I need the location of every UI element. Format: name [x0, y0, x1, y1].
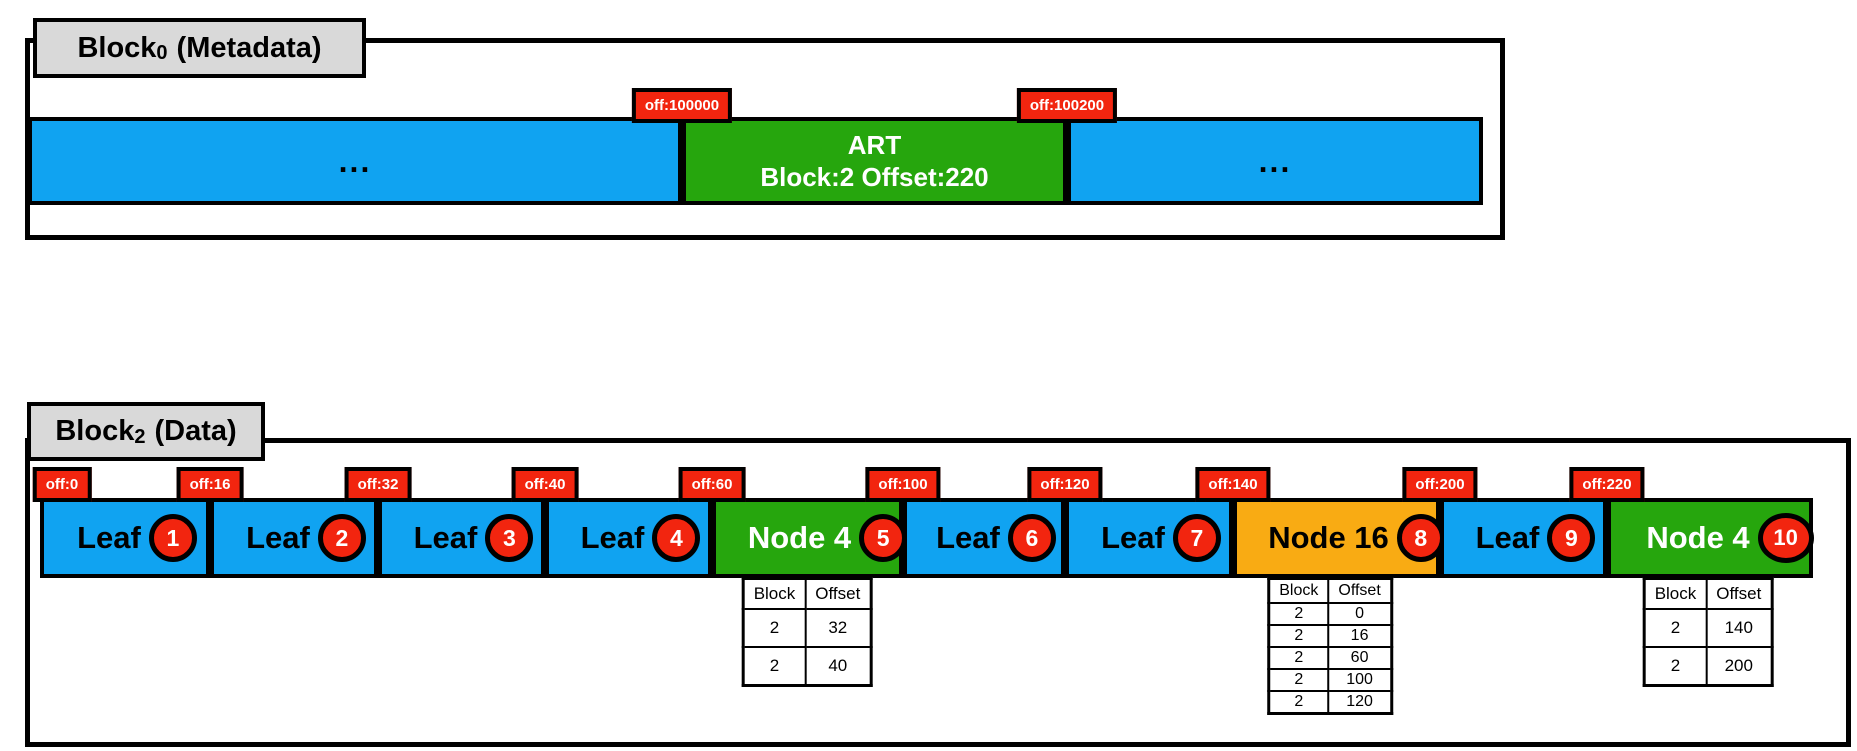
block0-segment-right: ...	[1067, 117, 1483, 205]
offset-tag-120: off:120	[1027, 467, 1103, 502]
segment-node16-8-label: Node 16	[1268, 520, 1389, 555]
segment-leaf-2: Leaf 2	[210, 498, 378, 578]
table-cell-block: 2	[1267, 646, 1330, 670]
table-cell-block: 2	[1643, 608, 1708, 648]
offset-tag-40: off:40	[511, 467, 579, 502]
offset-tag-140: off:140	[1195, 467, 1271, 502]
segment-leaf-9: Leaf 9	[1440, 498, 1607, 578]
table-cell-offset: 140	[1705, 608, 1773, 648]
offset-tag-100: off:100	[865, 467, 941, 502]
table-header-row: Block Offset	[1643, 577, 1773, 610]
table-header-offset: Offset	[1327, 577, 1393, 604]
table-cell-offset: 0	[1327, 602, 1393, 626]
table-cell-offset: 40	[804, 646, 872, 687]
segment-node4-10-label: Node 4	[1646, 520, 1750, 555]
block2-title-suffix: (Data)	[154, 415, 237, 447]
segment-node4-10: Node 4 10	[1607, 498, 1814, 578]
table-cell-offset: 60	[1327, 646, 1393, 670]
art-line1: ART	[847, 130, 902, 160]
segment-leaf-1: Leaf 1	[40, 498, 210, 578]
table-header-row: Block Offset	[1267, 577, 1393, 604]
table-row: 2 40	[742, 646, 872, 687]
table-cell-block: 2	[742, 646, 807, 687]
table-cell-offset: 120	[1327, 690, 1393, 715]
segment-leaf-2-label: Leaf	[246, 520, 310, 555]
table-row: 2 200	[1643, 646, 1773, 687]
table-row: 2 16	[1267, 624, 1393, 648]
segment-node16-8-badge: 8	[1396, 514, 1445, 562]
segment-leaf-7-badge: 7	[1172, 514, 1221, 562]
offset-tag-60: off:60	[678, 467, 746, 502]
segment-leaf-2-badge: 2	[317, 514, 366, 562]
table-header-offset: Offset	[1705, 577, 1773, 610]
segment-leaf-3-badge: 3	[485, 514, 534, 562]
segment-leaf-9-label: Leaf	[1475, 520, 1540, 555]
segment-leaf-4-badge: 4	[652, 514, 701, 562]
segment-leaf-7: Leaf 7	[1065, 498, 1233, 578]
table-cell-offset: 16	[1327, 624, 1393, 648]
block0-left-ellipsis: ...	[338, 142, 372, 179]
table-header-block: Block	[1643, 577, 1708, 610]
offset-tag-16: off:16	[176, 467, 244, 502]
table-row: 2 140	[1643, 608, 1773, 648]
segment-leaf-4: Leaf 4	[545, 498, 712, 578]
block0-title-suffix: (Metadata)	[176, 31, 322, 64]
table-cell-block: 2	[1267, 602, 1330, 626]
table-cell-block: 2	[1267, 690, 1330, 715]
segment-leaf-6-badge: 6	[1007, 514, 1056, 562]
table-row: 2 100	[1267, 668, 1393, 692]
offset-tag-32: off:32	[344, 467, 412, 502]
table-cell-block: 2	[1643, 646, 1708, 687]
table-cell-offset: 32	[804, 608, 872, 648]
table-cell-offset: 100	[1327, 668, 1393, 692]
segment-leaf-3: Leaf 3	[378, 498, 545, 578]
block0-segment-art: ART Block:2 Offset:220	[682, 117, 1067, 205]
segment-leaf-3-label: Leaf	[413, 520, 478, 555]
segment-leaf-6: Leaf 6	[903, 498, 1065, 578]
segment-node16-8: Node 16 8	[1233, 498, 1445, 578]
table-cell-block: 2	[1267, 668, 1330, 692]
segment-leaf-9-badge: 9	[1547, 514, 1596, 562]
segment-node4-10-badge: 10	[1757, 513, 1814, 563]
node16-8-pointer-table: Block Offset 2 0 2 16 2 60 2 100 2	[1267, 577, 1393, 715]
block0-segment-left: ...	[28, 117, 682, 205]
segment-leaf-6-label: Leaf	[936, 520, 1000, 555]
table-cell-offset: 200	[1705, 646, 1773, 687]
offset-tag-200: off:200	[1402, 467, 1478, 502]
segment-node4-5-badge: 5	[859, 514, 908, 562]
table-cell-block: 2	[742, 608, 807, 648]
block0-title-base: Block	[77, 31, 157, 64]
segment-leaf-7-label: Leaf	[1101, 520, 1165, 555]
table-header-row: Block Offset	[742, 577, 872, 610]
block0-right-ellipsis: ...	[1258, 142, 1292, 179]
art-line2: Block:2 Offset:220	[760, 162, 989, 192]
table-row: 2 120	[1267, 690, 1393, 715]
table-row: 2 32	[742, 608, 872, 648]
node4-5-pointer-table: Block Offset 2 32 2 40	[741, 577, 873, 687]
segment-leaf-1-label: Leaf	[77, 520, 141, 555]
table-header-block: Block	[1267, 577, 1330, 604]
table-cell-block: 2	[1267, 624, 1330, 648]
segment-leaf-1-badge: 1	[148, 514, 197, 562]
segment-leaf-4-label: Leaf	[580, 520, 645, 555]
offset-tag-100200: off:100200	[1016, 88, 1118, 123]
table-header-block: Block	[742, 577, 807, 610]
table-row: 2 0	[1267, 602, 1393, 626]
node4-10-pointer-table: Block Offset 2 140 2 200	[1642, 577, 1774, 687]
block2-title-base: Block	[55, 415, 135, 447]
segment-node4-5: Node 4 5	[712, 498, 908, 578]
offset-tag-100000: off:100000	[631, 88, 733, 123]
offset-tag-220: off:220	[1569, 467, 1645, 502]
segment-node4-5-label: Node 4	[747, 520, 852, 555]
art-pointer-label: ART Block:2 Offset:220	[760, 129, 988, 193]
table-header-offset: Offset	[804, 577, 872, 610]
offset-tag-0: off:0	[32, 467, 92, 502]
table-row: 2 60	[1267, 646, 1393, 670]
